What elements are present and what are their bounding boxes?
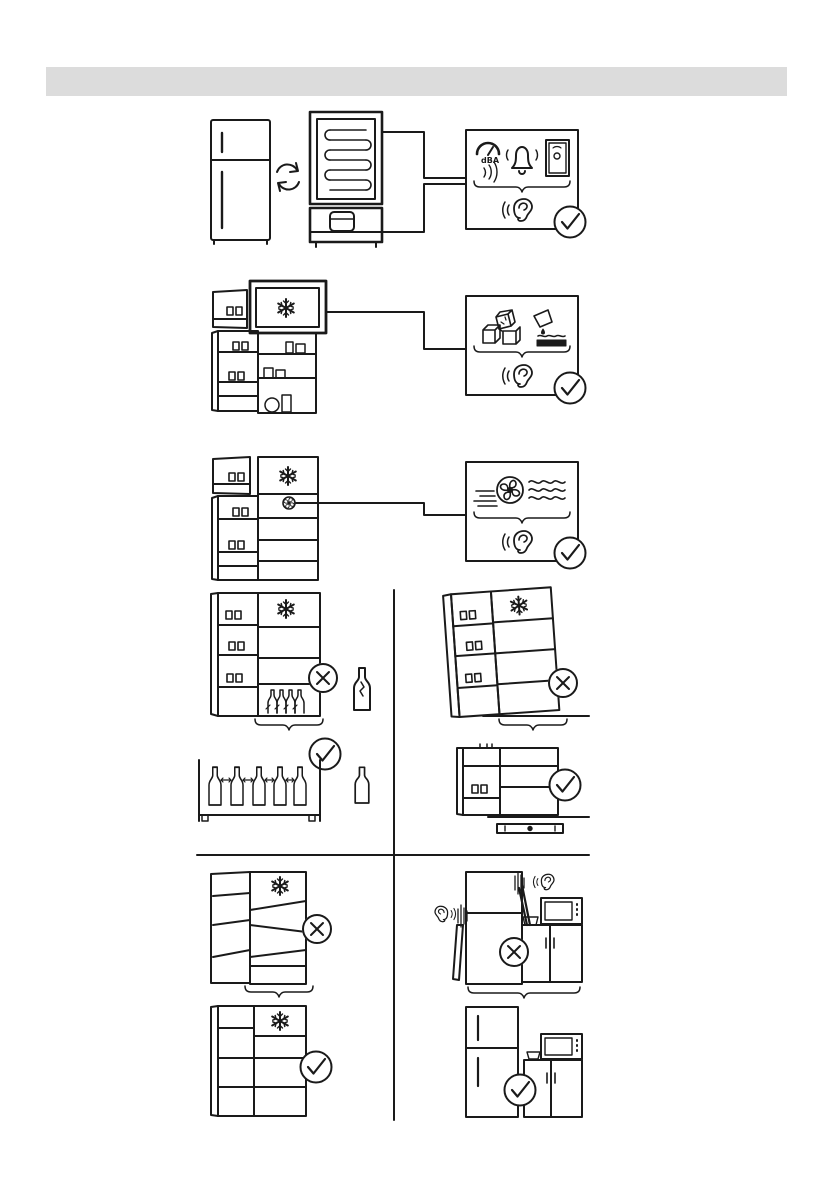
water-drop-icon — [534, 310, 566, 346]
section-fan-airflow-sounds — [212, 457, 586, 580]
sound-wave-icon — [458, 872, 524, 927]
section-noise-sources: dBA — [211, 112, 586, 247]
tilted-refrigerator — [443, 587, 559, 717]
section-uneven-floor-leveling — [443, 587, 589, 833]
bottles-touching — [266, 690, 304, 713]
check-icon — [554, 372, 586, 404]
refrigerator-cutaway — [310, 112, 382, 247]
check-icon — [300, 1051, 332, 1083]
snowflake-icon — [280, 467, 296, 485]
bottle-icon — [355, 767, 369, 803]
snowflake-icon — [511, 596, 528, 615]
microwave-icon — [541, 1034, 582, 1059]
control-panel-icon — [546, 140, 569, 176]
ear-icon — [534, 874, 554, 889]
open-refrigerator — [212, 281, 326, 413]
refresh-icon — [277, 163, 299, 191]
bracket — [245, 986, 313, 997]
connector-line — [382, 184, 466, 232]
section-bottles-touching — [199, 593, 370, 821]
spirit-level-icon — [497, 824, 563, 833]
broken-bottle-icon — [354, 668, 370, 710]
bottle-icon — [294, 767, 306, 805]
bracket — [255, 719, 323, 730]
cross-icon — [308, 663, 338, 693]
check-icon — [554, 537, 586, 569]
bracket — [474, 346, 570, 357]
bracket — [468, 987, 580, 998]
noise-meter-icon: dBA — [477, 143, 500, 182]
ear-icon — [435, 906, 455, 921]
ear-icon — [503, 199, 532, 221]
fan-icon — [497, 477, 523, 503]
bottle-icon — [209, 767, 221, 805]
connector-line — [296, 503, 466, 515]
section-ice-cracking-sounds — [212, 281, 586, 413]
cross-icon — [499, 937, 529, 967]
bottle-icon — [274, 767, 286, 805]
cup-icon — [527, 1052, 540, 1059]
snowflake-icon — [272, 877, 288, 895]
ear-icon — [503, 365, 532, 387]
check-icon — [549, 769, 581, 801]
snowflake-icon — [272, 1012, 288, 1030]
bracket — [474, 512, 570, 523]
misaligned-refrigerator — [211, 872, 306, 984]
bracket — [499, 719, 567, 730]
refrigerator-icon — [211, 120, 270, 244]
snowflake-icon — [278, 299, 294, 317]
section-clearance-from-walls-and-appliances — [435, 872, 582, 1117]
aligned-refrigerator — [211, 1006, 306, 1116]
level-refrigerator — [457, 744, 558, 815]
fan-icon — [283, 497, 295, 509]
snowflake-icon — [278, 600, 294, 618]
check-icon — [504, 1074, 536, 1106]
check-icon — [309, 738, 341, 770]
bracket — [474, 181, 570, 192]
microwave-icon — [541, 898, 582, 924]
bottle-shelf — [199, 760, 320, 821]
section-shelves-aligned — [211, 872, 332, 1116]
noise-meter-label: dBA — [481, 156, 500, 165]
check-icon — [554, 206, 586, 238]
cross-icon — [548, 668, 578, 698]
connector-line — [326, 312, 466, 349]
ear-icon — [503, 531, 532, 553]
open-refrigerator — [211, 593, 320, 716]
bell-icon — [507, 147, 538, 174]
bottle-icon — [253, 767, 265, 805]
connector-line — [382, 132, 466, 178]
ice-cubes-icon — [483, 310, 520, 344]
kitchen-counter — [522, 898, 582, 982]
cross-icon — [302, 914, 332, 944]
open-refrigerator — [212, 457, 318, 580]
bottle-icon — [231, 767, 243, 805]
compressor-icon — [330, 212, 354, 231]
